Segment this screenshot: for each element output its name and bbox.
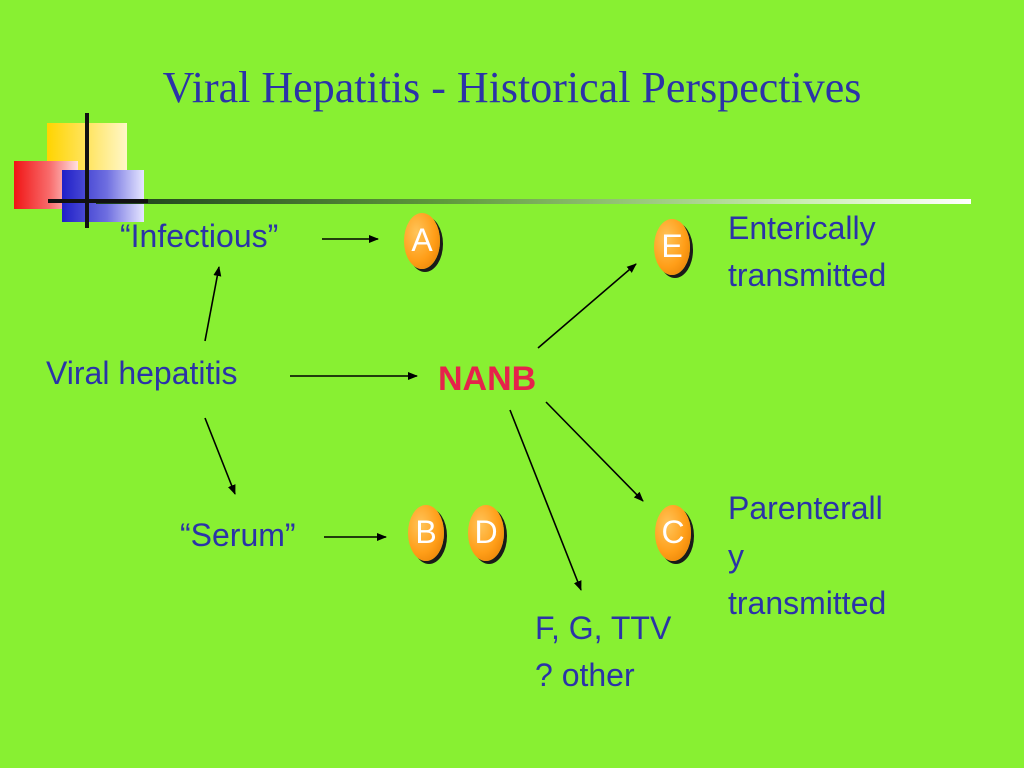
decor-horizontal-line xyxy=(48,199,148,203)
label-enteric-line2: transmitted xyxy=(728,257,887,293)
badge-hepatitis-b: B xyxy=(408,505,444,561)
label-parenteral-line3: transmitted xyxy=(728,585,887,621)
arrow-nanb-to-c xyxy=(545,401,644,502)
arrow-nanb-to-e xyxy=(537,263,637,349)
badge-hepatitis-c: C xyxy=(655,505,691,561)
label-other-line2: ? other xyxy=(535,657,635,693)
decor-vertical-line xyxy=(85,113,89,228)
title-underline xyxy=(96,199,971,204)
badge-hepatitis-a: A xyxy=(404,213,440,269)
badge-hepatitis-d: D xyxy=(468,505,504,561)
arrow-nanb-to-other xyxy=(509,409,582,591)
decor-blue-square xyxy=(62,170,144,222)
label-serum: “Serum” xyxy=(180,517,296,553)
arrow-viral-to-infectious xyxy=(204,266,222,342)
badge-hepatitis-e: E xyxy=(654,219,690,275)
label-viral-hepatitis: Viral hepatitis xyxy=(46,355,238,391)
label-other-line1: F, G, TTV xyxy=(535,610,672,646)
label-parenteral-line1: Parenterall xyxy=(728,490,883,526)
label-enteric-line1: Enterically xyxy=(728,210,876,246)
label-infectious: “Infectious” xyxy=(120,218,279,254)
arrow-viral-to-serum xyxy=(204,417,236,495)
label-parenteral-line2: y xyxy=(728,538,744,574)
label-nanb: NANB xyxy=(438,360,537,398)
slide-title: Viral Hepatitis - Historical Perspective… xyxy=(162,63,862,112)
